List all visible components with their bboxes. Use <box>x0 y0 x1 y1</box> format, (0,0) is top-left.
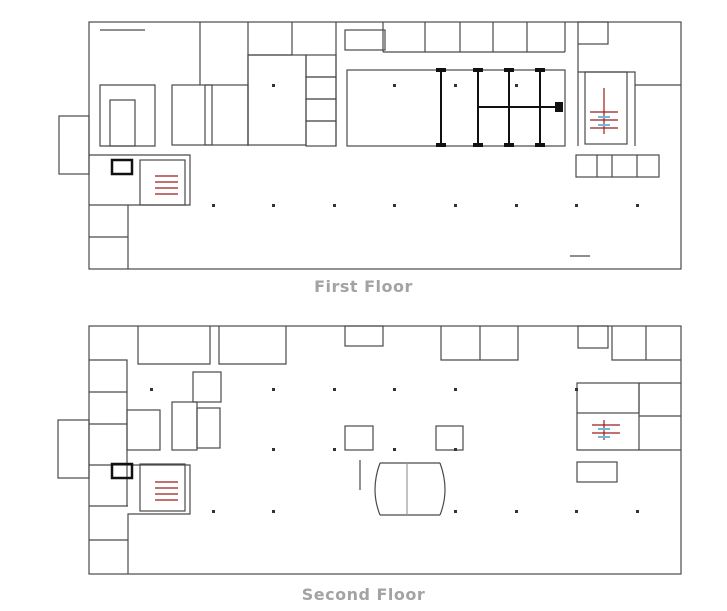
first-floor-drawing <box>58 21 682 270</box>
second-floor-label: Second Floor <box>301 585 426 604</box>
second-floor-drawing <box>57 325 682 575</box>
first-floor-label: First Floor <box>314 277 413 296</box>
first-floor-plan <box>0 0 727 280</box>
second-floor-plan <box>0 300 727 585</box>
